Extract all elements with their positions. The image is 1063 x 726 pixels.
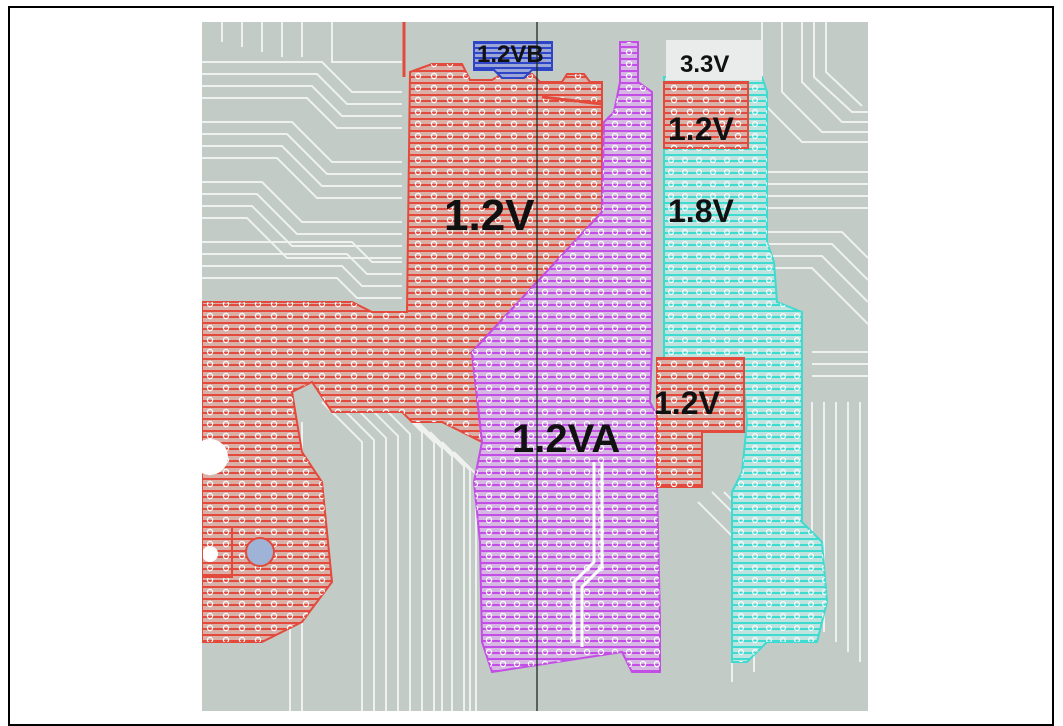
pcb-layout: 1.2VB 3.3V 1.2V 1.2V 1.8V 1.2V 1.2VA <box>202 22 868 711</box>
label-1v2-main: 1.2V <box>444 191 535 240</box>
plane-1v8 <box>663 76 829 663</box>
plane-1v2-mid-right <box>656 357 745 488</box>
plane-1v2b <box>473 41 553 79</box>
plane-1v2a <box>470 41 662 674</box>
plane-1v2-top-right <box>663 81 749 149</box>
label-1v2-top-right: 1.2V <box>668 111 734 147</box>
pcb-svg: 1.2VB 3.3V 1.2V 1.2V 1.8V 1.2V 1.2VA <box>202 22 868 711</box>
label-1v8: 1.8V <box>668 193 734 229</box>
label-3v3: 3.3V <box>680 51 729 78</box>
zone-3v3 <box>666 40 762 80</box>
label-1v2-mid-right: 1.2V <box>654 385 720 421</box>
label-1v2a: 1.2VA <box>512 417 620 461</box>
label-1v2b: 1.2VB <box>477 41 544 68</box>
